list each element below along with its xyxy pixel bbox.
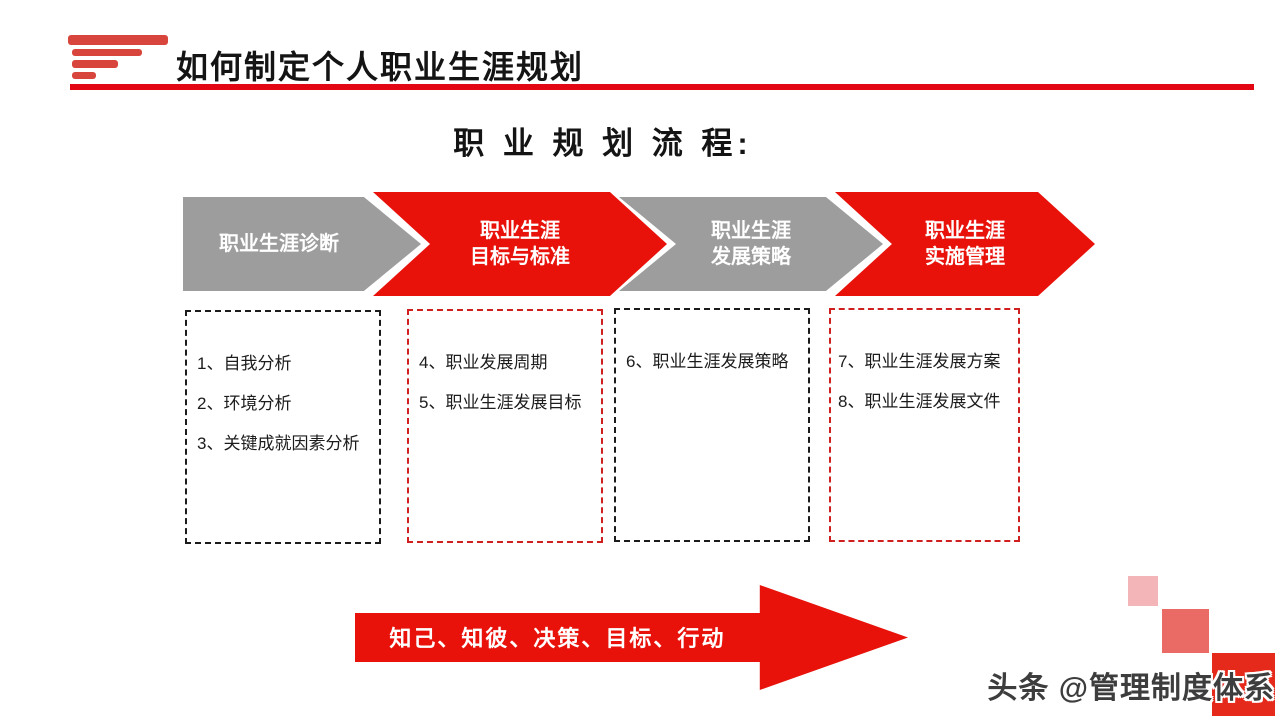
process-step-label: 职业生涯诊断	[219, 233, 339, 255]
process-step-label: 职业生涯	[925, 220, 1005, 242]
process-step-label: 实施管理	[925, 246, 1005, 268]
detail-box-implementation: 7、职业生涯发展方案 8、职业生涯发展文件	[829, 308, 1020, 542]
detail-box-goals: 4、职业发展周期 5、职业生涯发展目标	[407, 309, 603, 543]
detail-box-strategy: 6、职业生涯发展策略	[614, 308, 810, 542]
corner-square-mid	[1162, 609, 1209, 653]
list-item: 3、关键成就因素分析	[197, 434, 360, 453]
watermark: 头条 @管理制度体系	[987, 672, 1275, 705]
summary-arrow: 知己、知彼、决策、目标、行动	[355, 585, 908, 690]
logo-bars-icon	[72, 49, 142, 56]
process-step-label: 目标与标准	[470, 246, 570, 268]
section-heading: 职 业 规 划 流 程:	[453, 126, 753, 161]
process-step-label: 发展策略	[711, 246, 791, 268]
corner-square-dark	[1212, 653, 1275, 716]
detail-box-diagnosis: 1、自我分析 2、环境分析 3、关键成就因素分析	[185, 310, 381, 544]
summary-arrow-text: 知己、知彼、决策、目标、行动	[389, 626, 726, 652]
list-item: 8、职业生涯发展文件	[838, 392, 1001, 411]
title-underline	[70, 84, 1254, 90]
logo-bars-icon	[68, 35, 168, 45]
logo-bars-icon	[72, 60, 118, 68]
process-step-diagnosis: 职业生涯诊断	[183, 197, 421, 291]
list-item: 2、环境分析	[197, 394, 292, 413]
list-item: 4、职业发展周期	[419, 353, 548, 372]
list-item: 1、自我分析	[197, 354, 292, 373]
list-item: 6、职业生涯发展策略	[626, 352, 789, 371]
page-title: 如何制定个人职业生涯规划	[176, 49, 585, 85]
list-item: 7、职业生涯发展方案	[838, 352, 1001, 371]
list-item: 5、职业生涯发展目标	[419, 393, 582, 412]
process-step-label: 职业生涯	[480, 220, 560, 242]
logo-bars-icon	[72, 72, 96, 79]
corner-square-light	[1128, 576, 1158, 606]
process-step-label: 职业生涯	[711, 220, 791, 242]
